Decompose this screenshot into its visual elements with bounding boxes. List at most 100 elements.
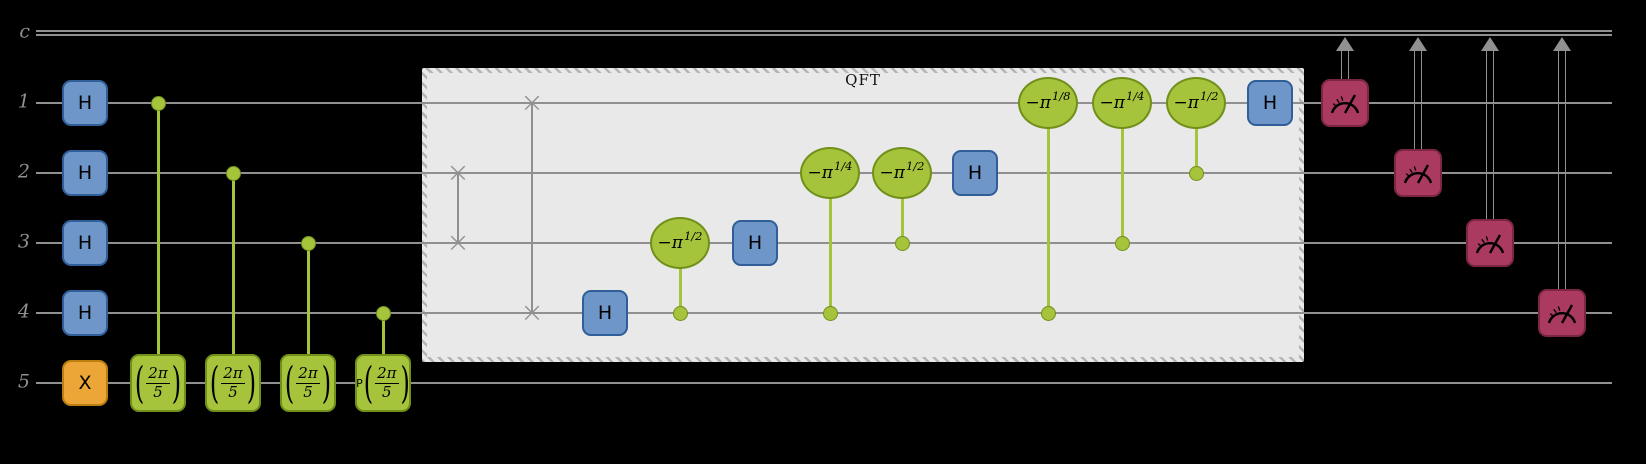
measure-gate xyxy=(1538,289,1586,337)
swap-cross-icon: × xyxy=(520,295,544,329)
cphase-angle-base: −π xyxy=(807,163,833,183)
classical-arrowhead-icon xyxy=(1553,37,1571,51)
right-paren: ) xyxy=(321,357,332,409)
phase-angle-denominator: 5 xyxy=(382,382,392,401)
classical-arrowhead-icon xyxy=(1409,37,1427,51)
qft-module-box xyxy=(422,68,1304,362)
cphase-angle-exponent: 1/4 xyxy=(1125,89,1145,103)
classical-wire xyxy=(36,34,1612,37)
qubit-wire xyxy=(36,242,1612,244)
cphase-control-dot xyxy=(1188,165,1204,181)
phase-control-dot xyxy=(300,235,316,251)
wire-label: 5 xyxy=(17,370,30,393)
swap-cross-icon: × xyxy=(446,225,470,259)
meter-icon xyxy=(1547,304,1577,324)
classical-arrowhead-icon xyxy=(1336,37,1354,51)
cphase-angle-exponent: 1/4 xyxy=(833,159,853,173)
phase-angle-numerator: 2π xyxy=(146,364,170,384)
measure-to-classical-line xyxy=(1557,51,1560,289)
right-paren: ) xyxy=(246,357,257,409)
measure-to-classical-line xyxy=(1420,51,1423,149)
left-paren: ( xyxy=(284,357,295,409)
right-paren: ) xyxy=(171,357,182,409)
left-paren: ( xyxy=(134,357,145,409)
cphase-control-dot xyxy=(894,235,910,251)
qft-module-label: QFT xyxy=(845,71,881,89)
measure-to-classical-line xyxy=(1340,51,1343,79)
phase-gate-name: P xyxy=(356,376,363,390)
cphase-control-line xyxy=(828,173,832,313)
left-paren: ( xyxy=(209,357,220,409)
swap-cross-icon: × xyxy=(520,85,544,119)
hadamard-gate: H xyxy=(952,150,998,196)
hadamard-gate: H xyxy=(62,220,108,266)
qubit-wire xyxy=(36,382,1612,384)
cphase-control-dot xyxy=(822,305,838,321)
meter-icon xyxy=(1475,234,1505,254)
x-gate: X xyxy=(62,360,108,406)
cphase-angle-base: −π xyxy=(879,163,905,183)
cphase-control-line xyxy=(900,173,904,243)
cphase-angle-exponent: 1/2 xyxy=(683,229,703,243)
wire-label: c xyxy=(19,20,30,43)
cphase-control-line xyxy=(678,243,682,313)
hadamard-gate: H xyxy=(62,290,108,336)
hadamard-gate: H xyxy=(1247,80,1293,126)
cphase-angle-exponent: 1/2 xyxy=(1199,89,1219,103)
cphase-control-line xyxy=(1046,103,1050,313)
cphase-control-dot xyxy=(1114,235,1130,251)
left-paren: ( xyxy=(363,357,374,409)
wire-label: 3 xyxy=(17,230,30,253)
cphase-angle-base: −π xyxy=(1025,93,1051,113)
swap-connector-line xyxy=(457,173,459,243)
wire-label: 4 xyxy=(17,300,30,323)
meter-icon xyxy=(1403,164,1433,184)
phase-control-line xyxy=(381,313,385,383)
swap-connector-line xyxy=(531,103,533,313)
measure-to-classical-line xyxy=(1564,51,1567,289)
cphase-angle-base: −π xyxy=(1173,93,1199,113)
phase-control-dot xyxy=(225,165,241,181)
phase-angle-denominator: 5 xyxy=(228,382,238,401)
cphase-angle-base: −π xyxy=(1099,93,1125,113)
measure-to-classical-line xyxy=(1485,51,1488,219)
cphase-control-dot xyxy=(1040,305,1056,321)
phase-angle-numerator: 2π xyxy=(221,364,245,384)
cphase-angle-base: −π xyxy=(657,233,683,253)
phase-control-line xyxy=(156,103,160,383)
classical-arrowhead-icon xyxy=(1481,37,1499,51)
phase-control-dot xyxy=(150,95,166,111)
measure-to-classical-line xyxy=(1413,51,1416,149)
meter-icon xyxy=(1330,94,1360,114)
qubit-wire xyxy=(36,102,1612,104)
cphase-control-line xyxy=(1194,103,1198,173)
measure-to-classical-line xyxy=(1492,51,1495,219)
phase-control-line xyxy=(231,173,235,383)
hadamard-gate: H xyxy=(62,80,108,126)
cphase-angle-exponent: 1/2 xyxy=(905,159,925,173)
phase-angle-denominator: 5 xyxy=(153,382,163,401)
cphase-control-dot xyxy=(672,305,688,321)
cphase-angle-exponent: 1/8 xyxy=(1051,89,1071,103)
hadamard-gate: H xyxy=(582,290,628,336)
wire-label: 2 xyxy=(17,160,30,183)
right-paren: ) xyxy=(400,357,410,409)
measure-gate xyxy=(1466,219,1514,267)
phase-angle-numerator: 2π xyxy=(375,364,399,384)
hadamard-gate: H xyxy=(732,220,778,266)
measure-gate xyxy=(1321,79,1369,127)
wire-label: 1 xyxy=(17,90,30,113)
